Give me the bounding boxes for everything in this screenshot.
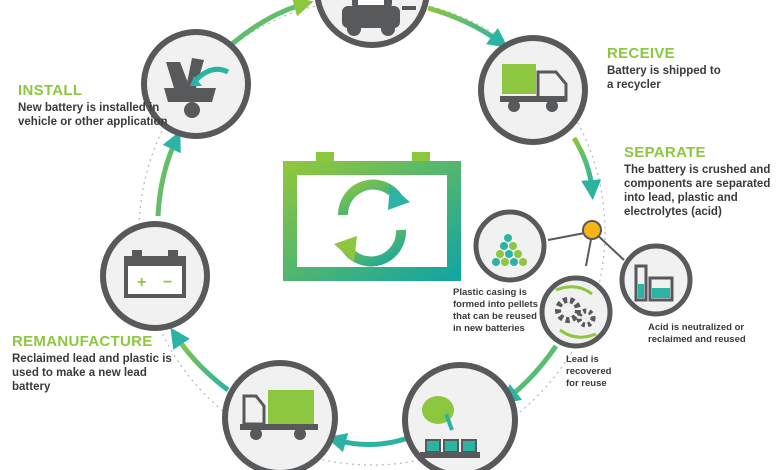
beaker-icon [634,264,674,302]
battery-truck-icon [240,390,318,440]
plastic-description: Plastic casing is formed into pellets th… [453,287,538,334]
node-remanufacture: + − [100,221,210,331]
gears-icon [555,285,597,339]
separate-description: The battery is crushed and components ar… [624,164,771,218]
truck-icon [500,64,568,112]
arrow-truck-to-remanufacture [170,327,230,392]
dotted-ring [138,0,606,466]
node-smelter [402,362,518,470]
node-acid-beaker [619,243,693,317]
car-icon [342,0,416,36]
install-description: New battery is installed in vehicle or o… [18,102,168,128]
remanufacture-title: REMANUFACTURE [12,333,153,350]
smelter-icon [420,396,480,458]
battery-icon [124,250,186,298]
node-install [141,29,251,139]
separate-title: SEPARATE [624,144,706,161]
battery-minus-sign: − [163,274,172,291]
install-hood-icon [164,58,230,118]
recycle-battery-icon [283,152,461,281]
arrow-install-to-top [230,0,314,46]
node-car [314,0,430,48]
pellets-icon [492,234,527,266]
node-lead-gears [539,275,613,349]
node-receive [478,35,588,145]
arrow-smelter-to-truck [326,433,409,453]
receive-title: RECEIVE [607,45,675,62]
node-battery-truck [222,360,338,470]
arrow-receive-to-separate [571,136,602,200]
arrow-remanufacture-to-install [155,130,181,217]
install-title: INSTALL [18,82,83,99]
acid-description: Acid is neutralized or reclaimed and reu… [648,322,746,345]
receive-description: Battery is shipped to a recycler [607,65,721,91]
separator-hub [547,220,625,267]
node-plastic-pellets [473,209,547,283]
battery-plus-sign: + [137,274,146,291]
arrow-top-to-receive [427,5,509,48]
remanufacture-description: Reclaimed lead and plastic is used to ma… [12,353,172,393]
arrow-separate-to-smelter [500,344,559,405]
lead-description: Lead is recovered for reuse [566,354,612,389]
